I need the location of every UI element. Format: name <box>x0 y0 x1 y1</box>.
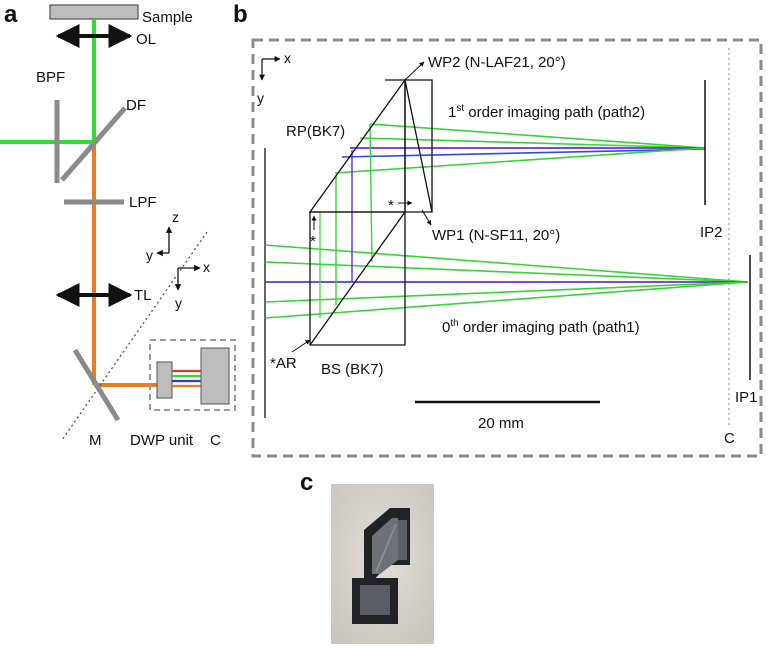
wp-diagonal <box>404 79 433 213</box>
prism-assembly <box>308 77 433 346</box>
rp-prism <box>308 77 406 213</box>
path2-label: 1st order imaging path (path2) <box>448 103 645 121</box>
ar-leader <box>291 339 311 353</box>
dichroic-filter <box>60 106 127 182</box>
ip1-label: IP1 <box>735 389 758 406</box>
path1-ray-green-4 <box>264 281 749 319</box>
path1-ray-green-1 <box>264 244 749 283</box>
axis-z-label: z <box>172 209 179 225</box>
ar-label: *AR <box>270 355 297 372</box>
m-label: M <box>89 432 102 449</box>
prism-glass-3 <box>360 585 390 615</box>
rp-label: RP(BK7) <box>286 123 345 140</box>
panel-a-label: a <box>4 1 18 28</box>
wp1-label: WP1 (N-SF11, 20°) <box>432 227 560 244</box>
wp2-label: WP2 (N-LAF21, 20°) <box>428 54 566 71</box>
dwp-prism-block <box>156 361 173 399</box>
camera-c-block <box>200 347 230 405</box>
mirror-m <box>72 348 121 422</box>
path1-label: 0th order imaging path (path1) <box>442 318 640 336</box>
dotted-diagonal <box>61 231 208 441</box>
path2-ray-green-2 <box>359 137 706 149</box>
tl-label: TL <box>134 287 152 304</box>
b-axis-x-label: x <box>284 50 291 66</box>
path2-ray-blue <box>341 148 706 158</box>
star-b: * <box>388 197 394 214</box>
star-a: * <box>310 233 316 250</box>
wp1-leader <box>421 209 432 226</box>
panel-b-frame <box>251 38 763 458</box>
axis-x-label: x <box>203 259 210 275</box>
sample-slide <box>49 4 139 20</box>
bs-label: BS (BK7) <box>321 361 384 378</box>
scale-label: 20 mm <box>478 415 524 432</box>
b-axis-y-label: y <box>257 90 264 106</box>
lpf-label: LPF <box>129 194 157 211</box>
bpf-label: BPF <box>36 69 65 86</box>
glass-highlight <box>375 523 397 573</box>
c-label-a: C <box>210 432 221 449</box>
panel-b: b x y <box>233 1 763 458</box>
axis-y-bottom-label: y <box>175 295 182 311</box>
path2-ray-green-3 <box>334 147 706 174</box>
prism-glass-1 <box>372 518 398 574</box>
panel-a: a Sample OL BPF DF LPF TL z y x <box>0 1 236 449</box>
prism-glass-2 <box>398 520 407 560</box>
ip2-label: IP2 <box>700 224 723 241</box>
path2-ray-green-1 <box>369 123 706 149</box>
panel-c-label: c <box>300 469 313 496</box>
dwp-unit-photo <box>352 508 410 624</box>
bs-diagonal <box>309 211 406 346</box>
internal-ray-green-b <box>369 123 373 263</box>
path1-ray-green-2 <box>264 261 749 283</box>
wp2-leader <box>404 61 425 81</box>
path1-ray-green-3 <box>264 281 749 303</box>
c-label-b: C <box>724 430 735 447</box>
sample-label: Sample <box>142 9 193 26</box>
panel-c: c <box>300 469 434 644</box>
ol-label: OL <box>136 31 156 48</box>
df-label: DF <box>126 97 146 114</box>
dwp-unit-label: DWP unit <box>130 432 194 449</box>
panel-b-label: b <box>233 1 248 28</box>
dwp-unit-box <box>149 339 236 411</box>
axis-y-top-label: y <box>146 247 153 263</box>
